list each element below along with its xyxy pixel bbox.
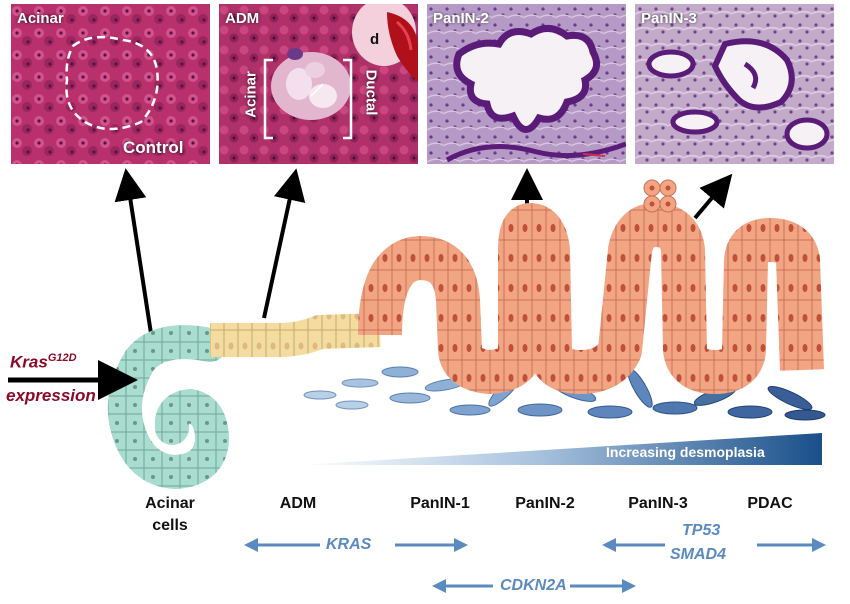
gene-cdkn2a: CDKN2A: [500, 577, 567, 594]
panel-title-panin3: PanIN-3: [641, 10, 697, 27]
arrow-to-panin3-panel: [693, 173, 733, 220]
panin2-duct-lumen: [453, 25, 601, 133]
stage-acinar-line2: cells: [152, 517, 188, 534]
expression-label: expression: [6, 386, 96, 405]
histology-panel-adm: ADM Acinar Ductal d: [219, 4, 418, 164]
panin-epithelium: [358, 203, 824, 394]
adm-epithelium: [210, 313, 381, 357]
kras-mutation: G12D: [47, 352, 77, 364]
histology-panel-panin3: PanIN-3: [635, 4, 834, 164]
stage-panin1: PanIN-1: [410, 495, 470, 512]
gene-tp53: TP53: [682, 522, 721, 539]
arrow-to-acinar-panel: [114, 168, 154, 341]
arrow-to-adm-panel: [262, 168, 306, 319]
desmoplasia-label: Increasing desmoplasia: [606, 444, 765, 460]
kras-label: KrasG12D: [10, 352, 77, 373]
kras-gene-name: Kras: [10, 352, 48, 372]
panel-title-panin2: PanIN-2: [433, 10, 489, 27]
panin2-histology-image: [427, 4, 626, 164]
histology-panel-acinar: Acinar Control: [11, 4, 210, 164]
control-label: Control: [123, 138, 184, 157]
stage-acinar-cells: Acinar cells: [138, 495, 202, 535]
stage-acinar-line1: Acinar: [145, 495, 195, 512]
acinar-outline: [65, 35, 159, 131]
adm-histology-image: [219, 4, 418, 164]
gene-kras: KRAS: [326, 536, 372, 553]
ductal-bracket-label: Ductal: [362, 69, 380, 116]
acinar-bracket-label: Acinar: [242, 71, 260, 118]
acinar-histology-image: [11, 4, 210, 164]
gene-smad4: SMAD4: [670, 546, 727, 563]
stage-pdac: PDAC: [747, 495, 793, 512]
duct-marker-label: d: [370, 31, 380, 48]
acinar-cells-cluster: [107, 325, 230, 490]
stage-adm: ADM: [279, 495, 317, 512]
stromal-fibroblasts: [303, 366, 826, 421]
panel-title-adm: ADM: [225, 10, 260, 27]
panin3-histology-image: [635, 4, 834, 164]
shed-cell-cluster: [643, 179, 677, 213]
stage-panin3: PanIN-3: [628, 495, 688, 512]
panel-title-acinar: Acinar: [17, 10, 64, 27]
histology-panel-panin2: PanIN-2: [427, 4, 626, 164]
stage-panin2: PanIN-2: [515, 495, 575, 512]
